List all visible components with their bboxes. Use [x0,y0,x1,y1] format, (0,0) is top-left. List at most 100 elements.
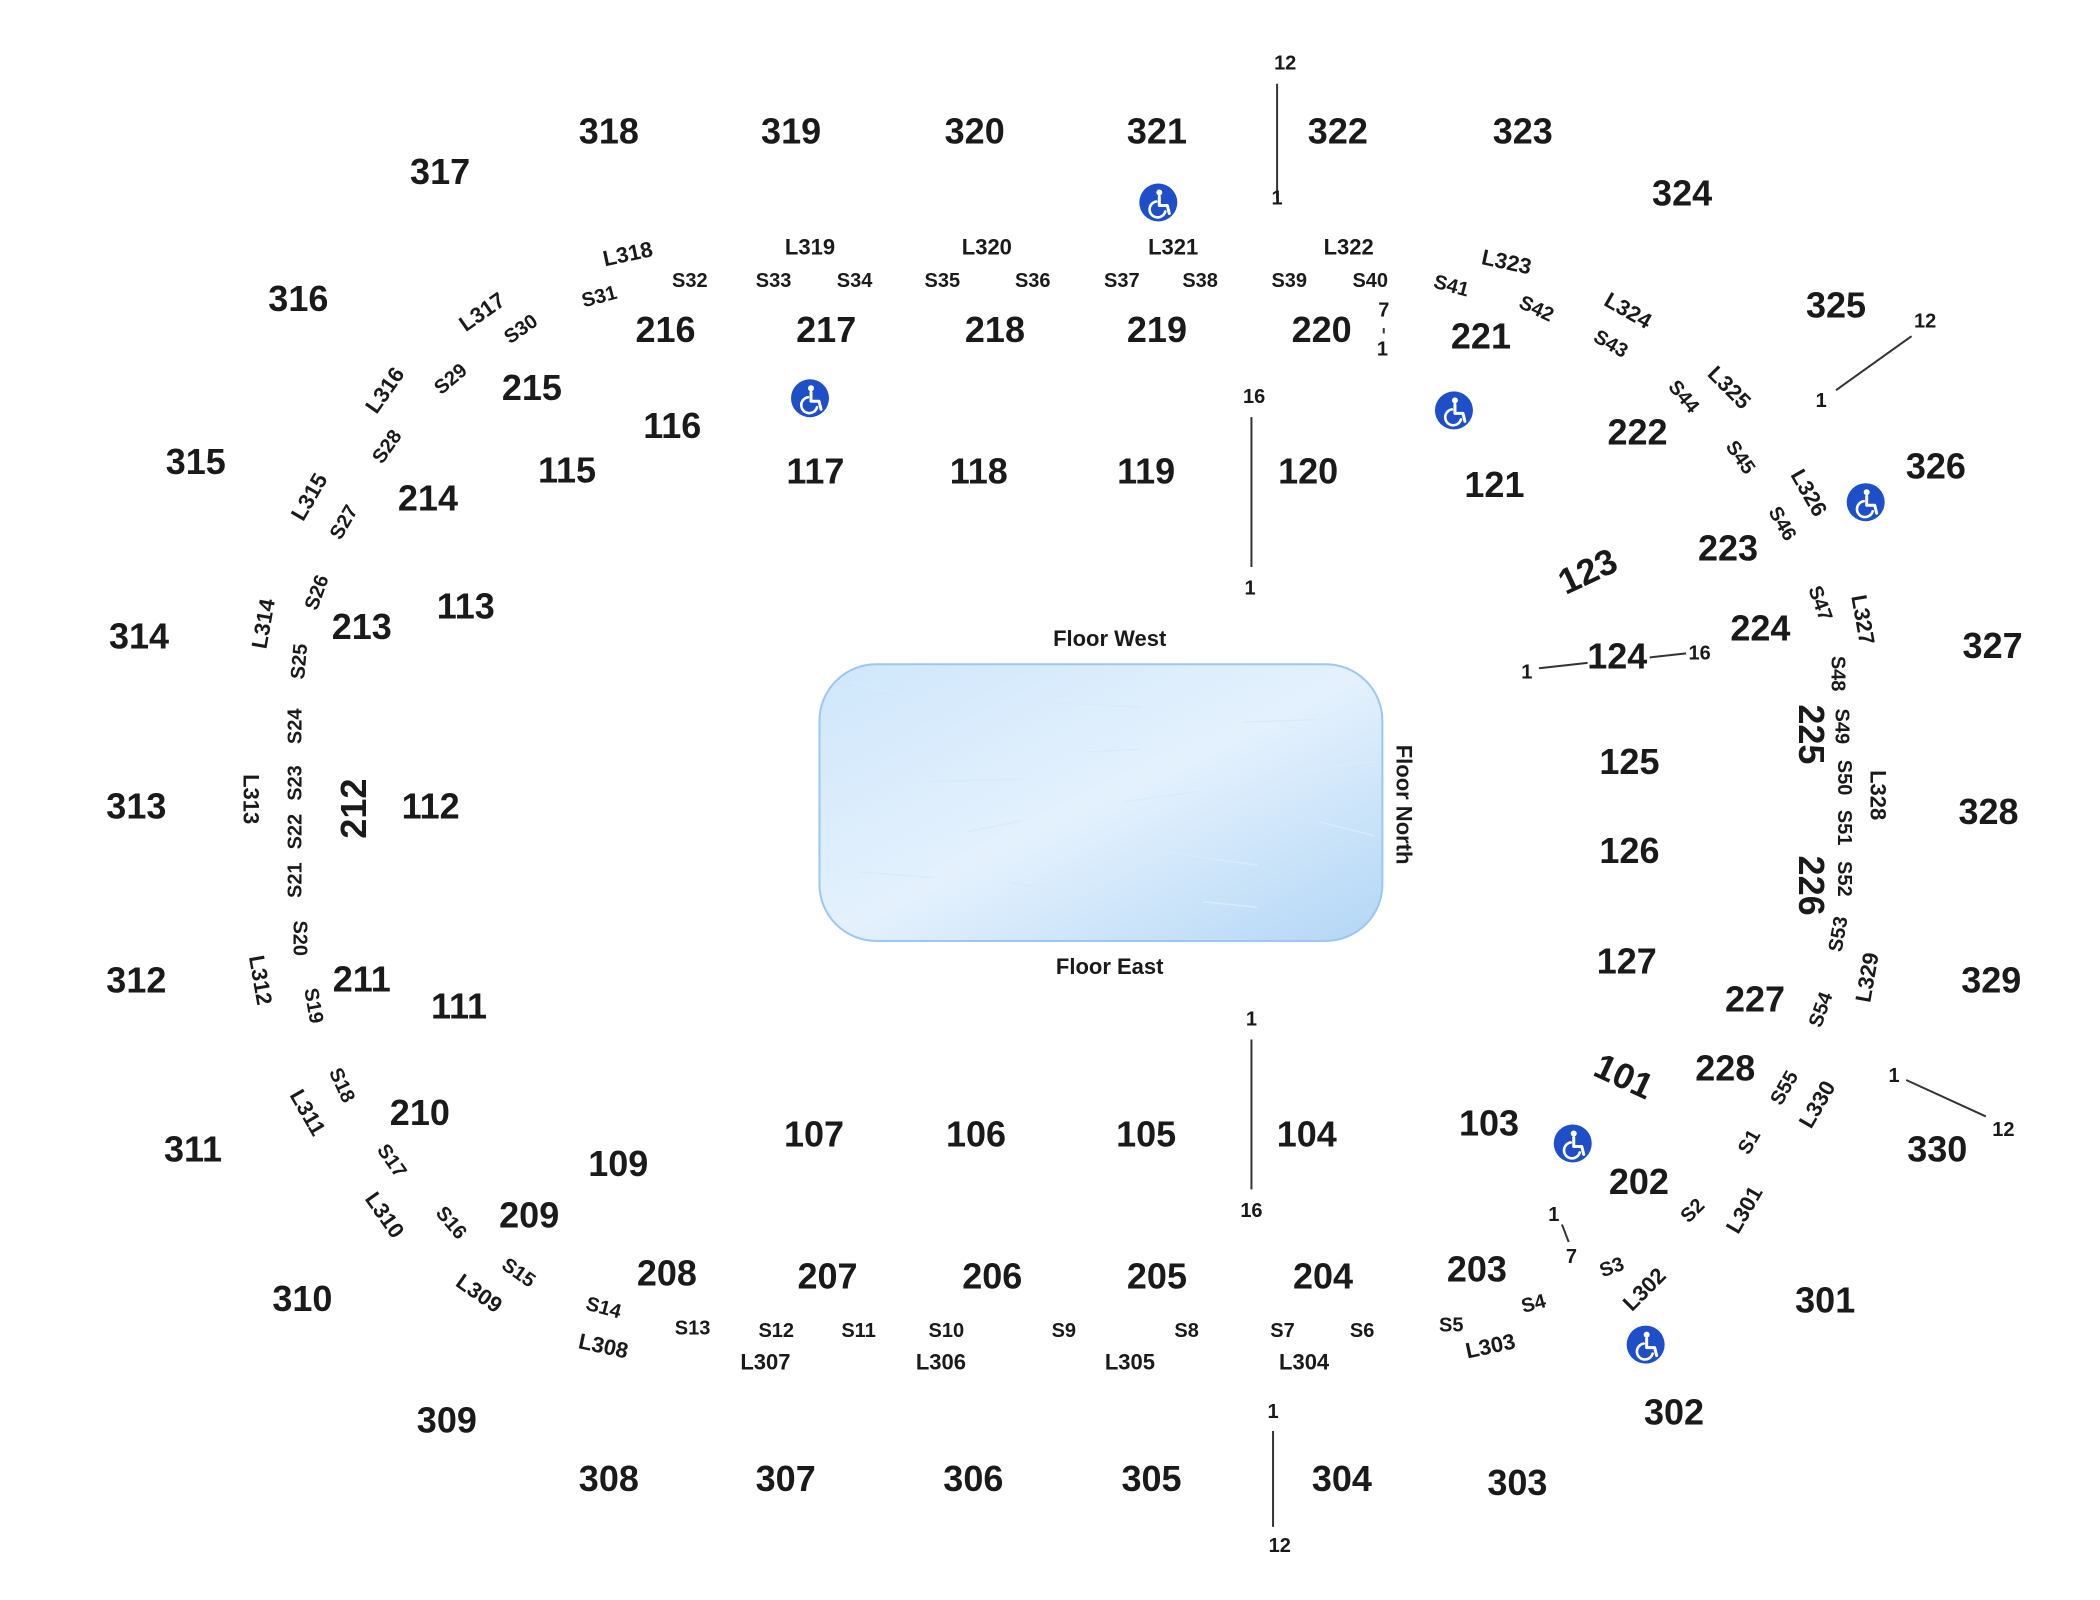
suite-s19[interactable]: S19 [299,986,327,1025]
section-330[interactable]: 330 [1907,1128,1967,1169]
section-205[interactable]: 205 [1127,1255,1187,1296]
suite-s1[interactable]: S1 [1734,1126,1765,1158]
suite-s26[interactable]: S26 [301,572,334,613]
section-204[interactable]: 204 [1293,1255,1353,1296]
section-219[interactable]: 219 [1127,309,1187,350]
suite-s24[interactable]: S24 [285,708,307,744]
loge-l313[interactable]: L313 [239,774,264,824]
wheelchair-icon[interactable] [1846,483,1885,522]
loge-l329[interactable]: L329 [1850,951,1883,1005]
section-328[interactable]: 328 [1959,791,2019,832]
floor-west-label[interactable]: Floor West [1053,626,1167,651]
section-213[interactable]: 213 [332,606,392,647]
section-104[interactable]: 104 [1277,1114,1337,1155]
section-124[interactable]: 124 [1587,636,1647,677]
loge-l310[interactable]: L310 [360,1187,409,1242]
section-212[interactable]: 212 [333,779,374,839]
suite-s29[interactable]: S29 [430,359,471,399]
section-119[interactable]: 119 [1117,451,1175,492]
suite-s3[interactable]: S3 [1597,1253,1628,1282]
loge-l330[interactable]: L330 [1794,1076,1841,1132]
section-209[interactable]: 209 [499,1195,559,1236]
row-start-number[interactable]: 1 [1246,1008,1257,1030]
suite-s8[interactable]: S8 [1174,1320,1198,1342]
section-302[interactable]: 302 [1644,1392,1704,1433]
suite-s5[interactable]: S5 [1439,1315,1463,1337]
section-226[interactable]: 226 [1791,856,1832,916]
section-216[interactable]: 216 [636,309,696,350]
loge-l318[interactable]: L318 [601,236,655,271]
section-315[interactable]: 315 [166,441,226,482]
section-215[interactable]: 215 [502,367,562,408]
suite-s46[interactable]: S46 [1764,503,1801,545]
suite-s12[interactable]: S12 [758,1320,794,1342]
section-127[interactable]: 127 [1597,941,1657,982]
row-start-number[interactable]: 1 [1521,661,1532,683]
section-327[interactable]: 327 [1963,625,2023,666]
row-end-number[interactable]: 12 [1269,1535,1291,1557]
section-106[interactable]: 106 [946,1114,1006,1155]
suite-s37[interactable]: S37 [1104,270,1140,292]
loge-l319[interactable]: L319 [785,235,835,260]
suite-s47[interactable]: S47 [1803,583,1836,624]
section-225[interactable]: 225 [1791,704,1832,764]
section-207[interactable]: 207 [798,1255,858,1296]
loge-l323[interactable]: L323 [1479,244,1533,279]
section-107[interactable]: 107 [784,1114,844,1155]
section-115[interactable]: 115 [538,449,596,490]
section-206[interactable]: 206 [962,1255,1022,1296]
loge-l321[interactable]: L321 [1148,235,1198,260]
section-228[interactable]: 228 [1695,1047,1755,1088]
section-227[interactable]: 227 [1725,979,1785,1020]
section-118[interactable]: 118 [950,451,1008,492]
section-117[interactable]: 117 [786,451,844,492]
section-323[interactable]: 323 [1493,110,1553,151]
row-end-number[interactable]: 16 [1243,386,1265,408]
section-224[interactable]: 224 [1730,607,1790,648]
suite-s41[interactable]: S41 [1431,271,1471,301]
suite-s50[interactable]: S50 [1833,760,1855,796]
suite-s40[interactable]: S40 [1352,270,1388,292]
section-112[interactable]: 112 [402,785,460,826]
row-end-number[interactable]: 7 [1566,1246,1577,1268]
section-105[interactable]: 105 [1116,1114,1176,1155]
section-218[interactable]: 218 [965,309,1025,350]
suite-s32[interactable]: S32 [672,270,708,292]
wheelchair-icon[interactable] [1626,1325,1665,1364]
loge-l326[interactable]: L326 [1786,465,1833,521]
loge-l314[interactable]: L314 [247,596,280,650]
section-316[interactable]: 316 [268,278,328,319]
loge-l312[interactable]: L312 [244,953,277,1007]
suite-s55[interactable]: S55 [1766,1067,1803,1109]
loge-l315[interactable]: L315 [286,469,333,525]
suite-s54[interactable]: S54 [1805,988,1838,1030]
section-211[interactable]: 211 [333,958,391,999]
wheelchair-icon[interactable] [1139,183,1178,222]
suite-s49[interactable]: S49 [1830,709,1852,745]
loge-l307[interactable]: L307 [740,1350,790,1375]
section-101[interactable]: 101 [1588,1045,1660,1108]
section-111[interactable]: 111 [431,985,487,1026]
loge-l325[interactable]: L325 [1703,361,1756,414]
section-116[interactable]: 116 [643,405,701,446]
section-120[interactable]: 120 [1278,451,1338,492]
loge-l305[interactable]: L305 [1105,1350,1155,1375]
section-121[interactable]: 121 [1464,464,1524,505]
section-309[interactable]: 309 [417,1400,477,1441]
row-start-number[interactable]: 1 [1272,187,1283,209]
row-end-number[interactable]: 16 [1240,1200,1262,1222]
suite-s35[interactable]: S35 [925,270,961,292]
section-312[interactable]: 312 [106,960,166,1001]
suite-s4[interactable]: S4 [1519,1290,1549,1318]
row-start-number[interactable]: 1 [1888,1065,1899,1087]
suite-s2[interactable]: S2 [1676,1195,1709,1228]
suite-s44[interactable]: S44 [1664,376,1704,418]
suite-s7[interactable]: S7 [1270,1320,1294,1342]
suite-s43[interactable]: S43 [1590,326,1632,363]
suite-s53[interactable]: S53 [1825,915,1853,954]
loge-l320[interactable]: L320 [962,235,1012,260]
section-325[interactable]: 325 [1806,285,1866,326]
section-126[interactable]: 126 [1599,830,1659,871]
suite-s51[interactable]: S51 [1833,810,1855,846]
suite-s15[interactable]: S15 [498,1254,540,1292]
